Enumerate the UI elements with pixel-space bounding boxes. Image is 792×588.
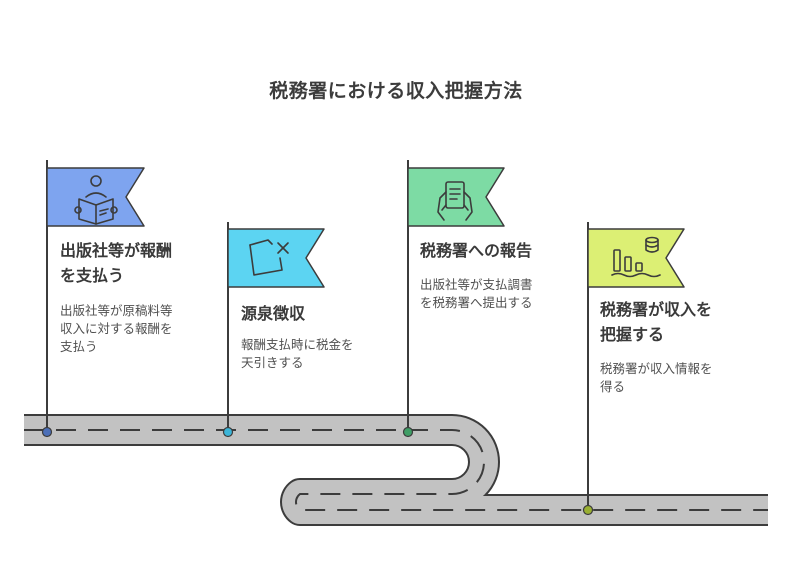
step-2-desc-line-2: 天引きする: [241, 355, 304, 370]
step-1-description: 出版社等が原稿料等 収入に対する報酬を 支払う: [60, 302, 215, 356]
step-4-title-line-2: 把握する: [600, 325, 665, 344]
step-2-description: 報酬支払時に税金を 天引きする: [241, 336, 391, 372]
step-4-title: 税務署が収入を 把握する: [600, 297, 770, 347]
step-1-desc-line-3: 支払う: [60, 339, 98, 354]
flag-3: [407, 167, 505, 227]
tilted-box-x-icon: [249, 239, 289, 276]
milestone-dot-3: [402, 426, 414, 438]
step-2-desc-line-1: 報酬支払時に税金を: [241, 337, 354, 352]
road-surface: [24, 416, 768, 524]
step-3-title-line-1: 税務署への報告: [420, 241, 533, 260]
step-1-desc-line-1: 出版社等が原稿料等: [60, 303, 173, 318]
milestone-dot-1: [41, 426, 53, 438]
hands-document-icon: [437, 181, 473, 221]
milestone-dot-2: [222, 426, 234, 438]
flag-2: [227, 228, 325, 288]
winding-road: [24, 414, 768, 526]
step-2-title: 源泉徴収: [241, 301, 401, 326]
step-1-title: 出版社等が報酬 を支払う: [60, 238, 220, 288]
step-4-desc-line-2: 得る: [600, 379, 626, 394]
flag-4: [587, 228, 685, 288]
step-1-title-line-2: を支払う: [60, 266, 125, 285]
step-3-desc-line-2: を税務署へ提出する: [420, 295, 533, 310]
step-3-title: 税務署への報告: [420, 238, 590, 263]
step-1-title-line-1: 出版社等が報酬: [60, 241, 173, 260]
step-3-description: 出版社等が支払調書 を税務署へ提出する: [420, 276, 580, 312]
step-2-title-line-1: 源泉徴収: [241, 304, 306, 323]
step-3-desc-line-1: 出版社等が支払調書: [420, 277, 533, 292]
flag-1: [46, 167, 145, 227]
step-4-title-line-1: 税務署が収入を: [600, 300, 713, 319]
milestone-dot-4: [582, 504, 594, 516]
road-center-dashes: [24, 429, 768, 511]
diagram-title: 税務署における収入把握方法: [269, 80, 523, 102]
step-1-desc-line-2: 収入に対する報酬を: [60, 321, 173, 336]
step-4-desc-line-1: 税務署が収入情報を: [600, 361, 713, 376]
bar-chart-coins-icon: [611, 236, 661, 278]
reading-person-icon: [74, 175, 118, 225]
step-4-description: 税務署が収入情報を 得る: [600, 360, 760, 396]
